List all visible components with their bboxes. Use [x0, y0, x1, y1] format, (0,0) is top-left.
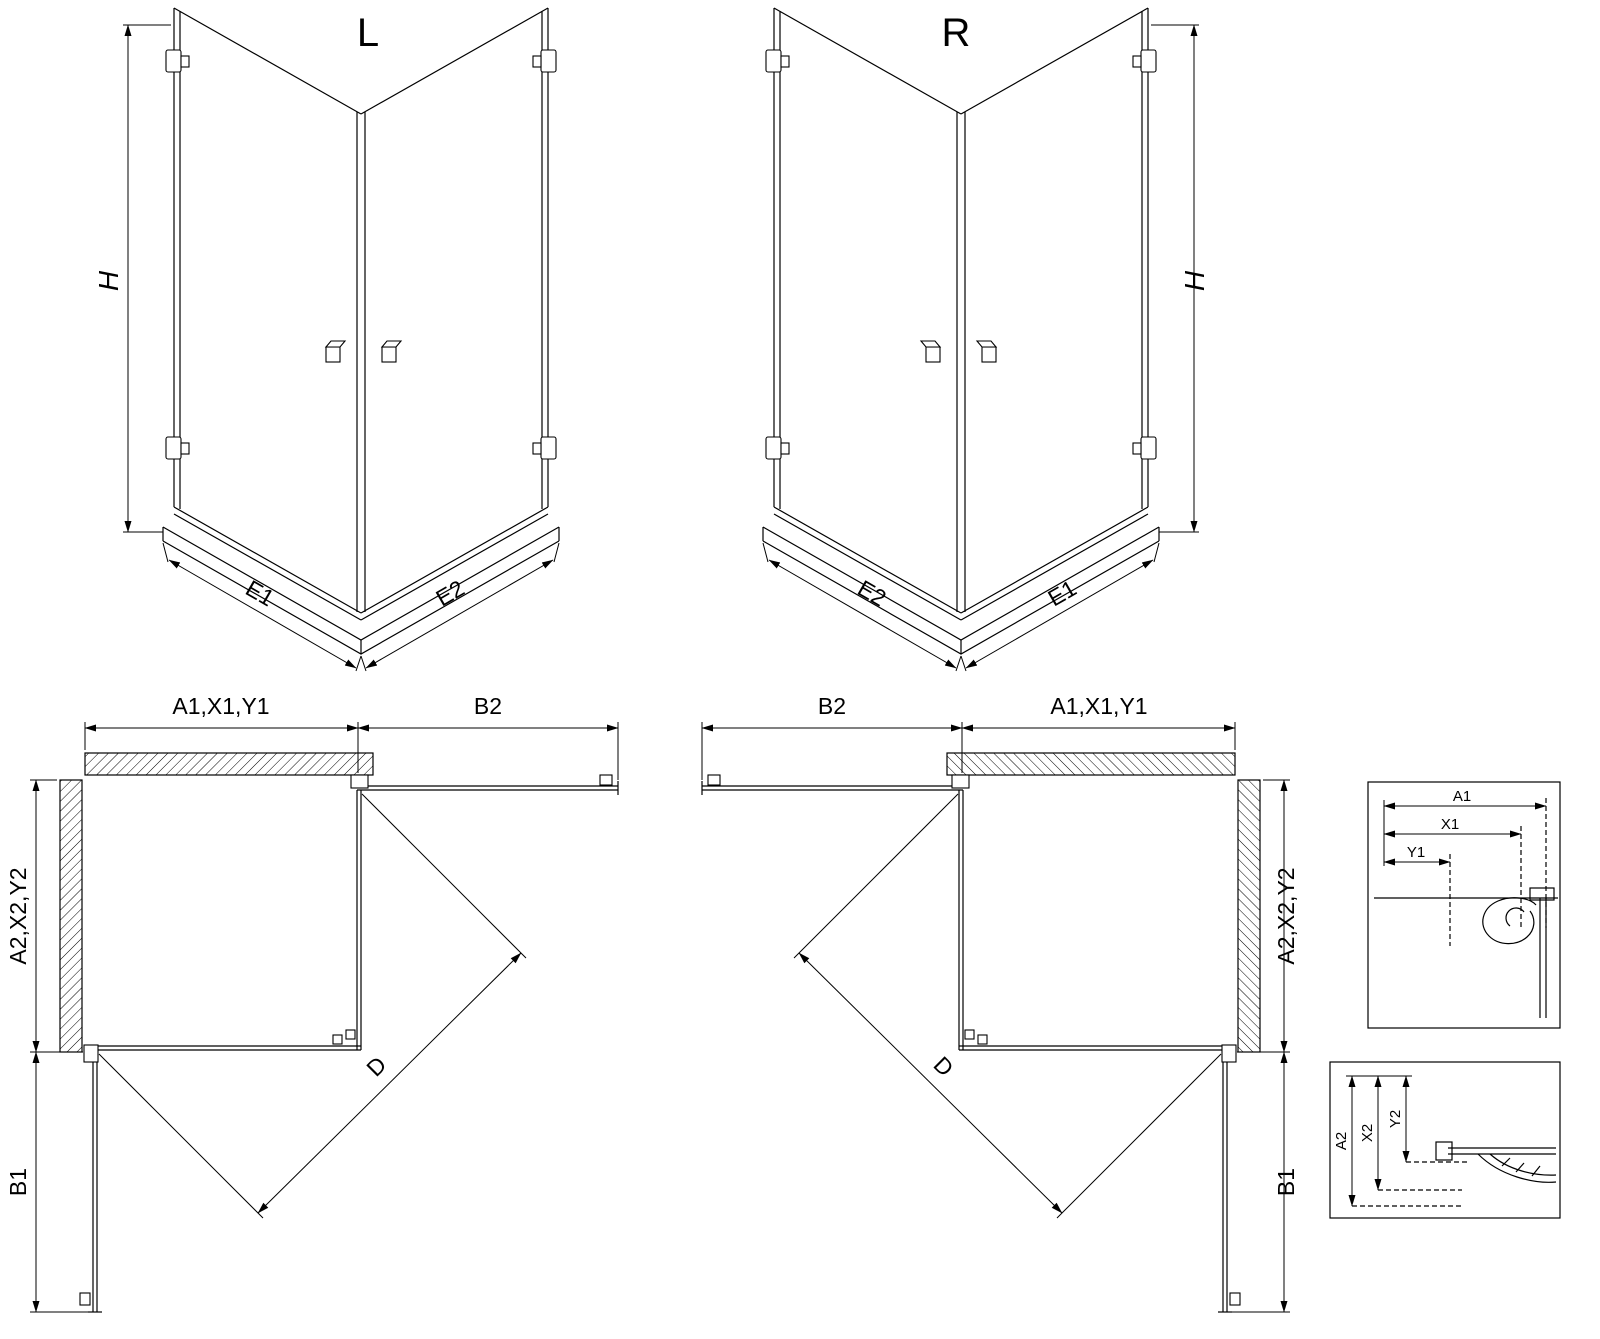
height-dim-label-right: H [1179, 270, 1210, 291]
plan-left-view [30, 722, 618, 1312]
detail-x2-label: X2 [1359, 1124, 1376, 1142]
plan-right-view [702, 722, 1290, 1312]
detail-a1-label: A1 [1453, 788, 1471, 805]
plan-right-b1-dim-label: B1 [1273, 1168, 1299, 1196]
e2-dim-label-right: E2 [853, 575, 890, 612]
elevation-left-view [123, 8, 559, 671]
e1-dim-label-left: E1 [241, 575, 278, 612]
detail-a2-label: A2 [1333, 1132, 1350, 1150]
elevation-line-art [763, 8, 1199, 671]
plan-line-art [702, 722, 1290, 1312]
plan-right-side-dim-label: A2,X2,Y2 [1273, 867, 1299, 964]
detail-x1-label: X1 [1441, 816, 1459, 833]
plan-left-b1-dim-label: B1 [5, 1168, 31, 1196]
plan-left-top-dim-label: A1,X1,Y1 [172, 693, 269, 719]
plan-left-side-dim-label: A2,X2,Y2 [5, 867, 31, 964]
detail-box-horizontal-dims [1367, 781, 1561, 1029]
height-dim-label-left: H [93, 270, 124, 291]
detail-y1-label: Y1 [1407, 844, 1425, 861]
detail-y2-label: Y2 [1387, 1110, 1404, 1128]
detail-box-vertical-dims [1329, 1061, 1561, 1219]
plan-right-diagonal-dim-label: D [929, 1051, 959, 1081]
plan-right-top-dim-label: A1,X1,Y1 [1050, 693, 1147, 719]
plan-right-b2-dim-label: B2 [818, 693, 846, 719]
variant-label-right: R [942, 11, 971, 55]
plan-left-b2-dim-label: B2 [474, 693, 502, 719]
plan-left-diagonal-dim-label: D [361, 1051, 391, 1081]
e2-dim-label-left: E2 [431, 575, 468, 612]
elevation-right-view [763, 8, 1199, 671]
variant-label-left: L [357, 11, 379, 55]
elevation-line-art [123, 8, 559, 671]
e1-dim-label-right: E1 [1043, 575, 1080, 612]
plan-line-art [30, 722, 618, 1312]
